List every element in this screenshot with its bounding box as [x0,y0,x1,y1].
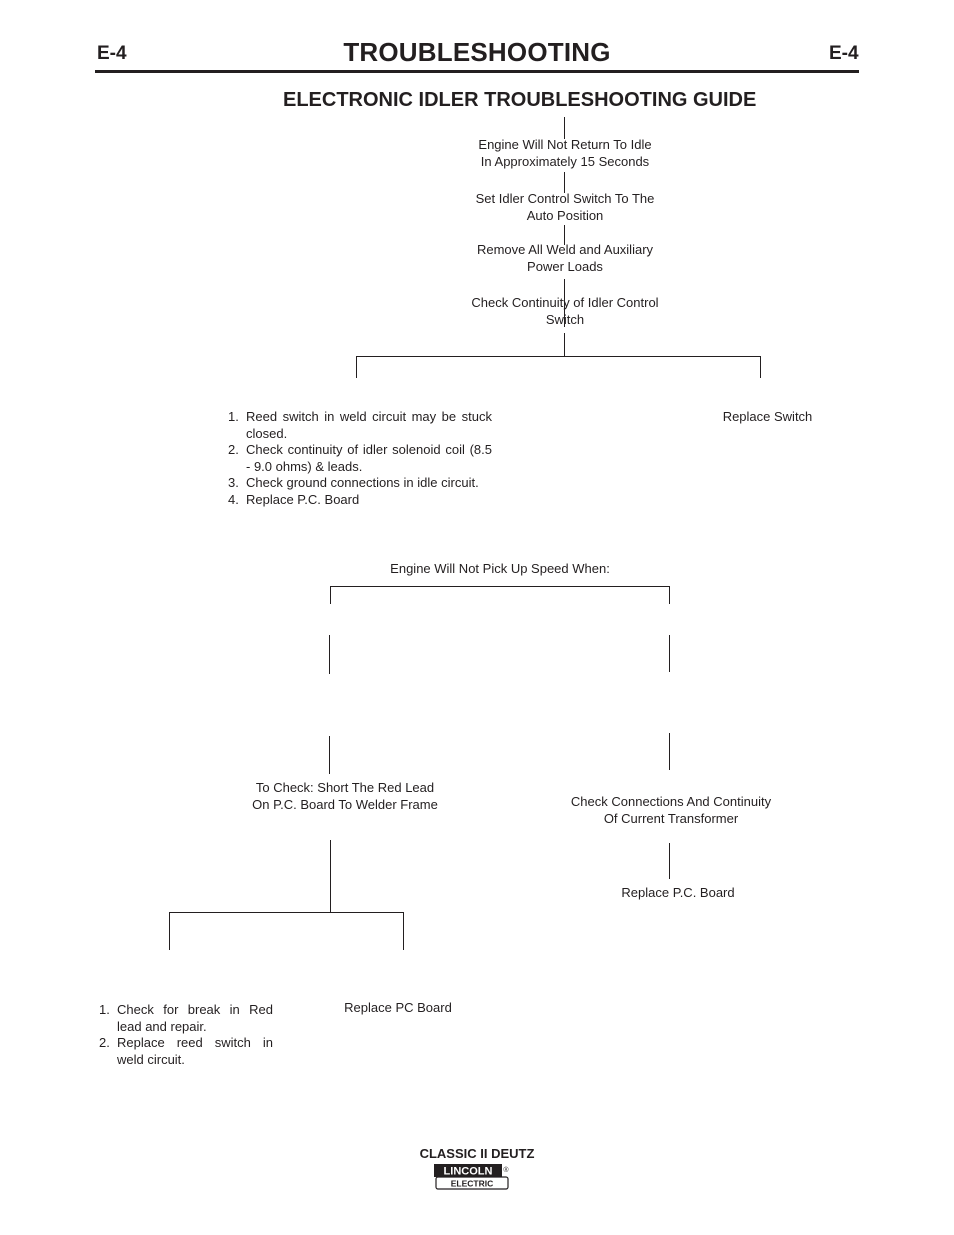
flow-connector [169,912,170,950]
flow-connector [330,840,331,913]
flow-connector [329,635,330,674]
idle-fault-checklist: 1.Reed switch in weld circuit may be stu… [228,409,492,508]
red-lead-checklist: 1.Check for break in Red lead and repair… [99,1002,273,1068]
flow-connector [669,733,670,770]
flow-result-replace-pc-board-2: Replace PC Board [344,1000,452,1015]
flow-step-engine-not-idle: Engine Will Not Return To Idle In Approx… [478,137,652,169]
flow-connector [564,279,565,327]
svg-text:LINCOLN: LINCOLN [444,1166,493,1178]
flow-branch-bar [356,356,761,357]
list-item: 1.Check for break in Red lead and repair… [99,1002,273,1034]
flow-step-check-continuity: Check Continuity of Idler Control Switch [471,295,659,327]
flow-heading-no-speed: Engine Will Not Pick Up Speed When: [390,561,610,576]
list-item: 4.Replace P.C. Board [228,491,360,507]
flow-connector [564,172,565,193]
flow-step-check-transformer: Check Connections And Continuity Of Curr… [570,794,772,826]
flow-step-set-switch: Set Idler Control Switch To The Auto Pos… [475,191,655,223]
flow-connector [403,912,404,950]
flow-connector [330,586,331,604]
svg-text:®: ® [503,1166,509,1174]
flow-step-remove-loads: Remove All Weld and Auxiliary Power Load… [476,242,654,274]
list-item: 2.Check continuity of idler solenoid coi… [228,442,492,474]
flow-connector [760,356,761,378]
flow-connector [356,356,357,378]
page-title: TROUBLESHOOTING [343,37,611,67]
header-rule [95,70,859,73]
flow-connector [669,843,670,879]
list-item: 1.Reed switch in weld circuit may be stu… [228,409,492,441]
guide-title: ELECTRONIC IDLER TROUBLESHOOTING GUIDE [283,89,757,111]
flow-result-replace-pc-board: Replace P.C. Board [621,885,735,900]
flow-connector [329,736,330,774]
flow-connector [564,117,565,139]
list-item: 3.Check ground connections in idle circu… [228,475,479,490]
footer-model-name: CLASSIC II DEUTZ [419,1146,535,1161]
flow-step-short-red-lead: To Check: Short The Red Lead On P.C. Boa… [252,780,438,812]
flow-branch-bar [169,912,404,913]
flow-connector [669,586,670,604]
flow-connector [564,333,565,356]
flow-connector [564,225,565,245]
list-item: 2.Replace reed switch in weld circuit. [99,1035,273,1067]
flow-result-replace-switch: Replace Switch [722,409,813,424]
section-code-left: E-4 [97,43,127,64]
svg-text:ELECTRIC: ELECTRIC [451,1179,494,1189]
flow-branch-bar [330,586,670,587]
lincoln-electric-logo: LINCOLN ® ELECTRIC [433,1163,511,1191]
flow-connector [669,635,670,672]
section-code-right: E-4 [829,43,859,64]
lincoln-electric-logo-icon: LINCOLN ® ELECTRIC [434,1164,509,1190]
